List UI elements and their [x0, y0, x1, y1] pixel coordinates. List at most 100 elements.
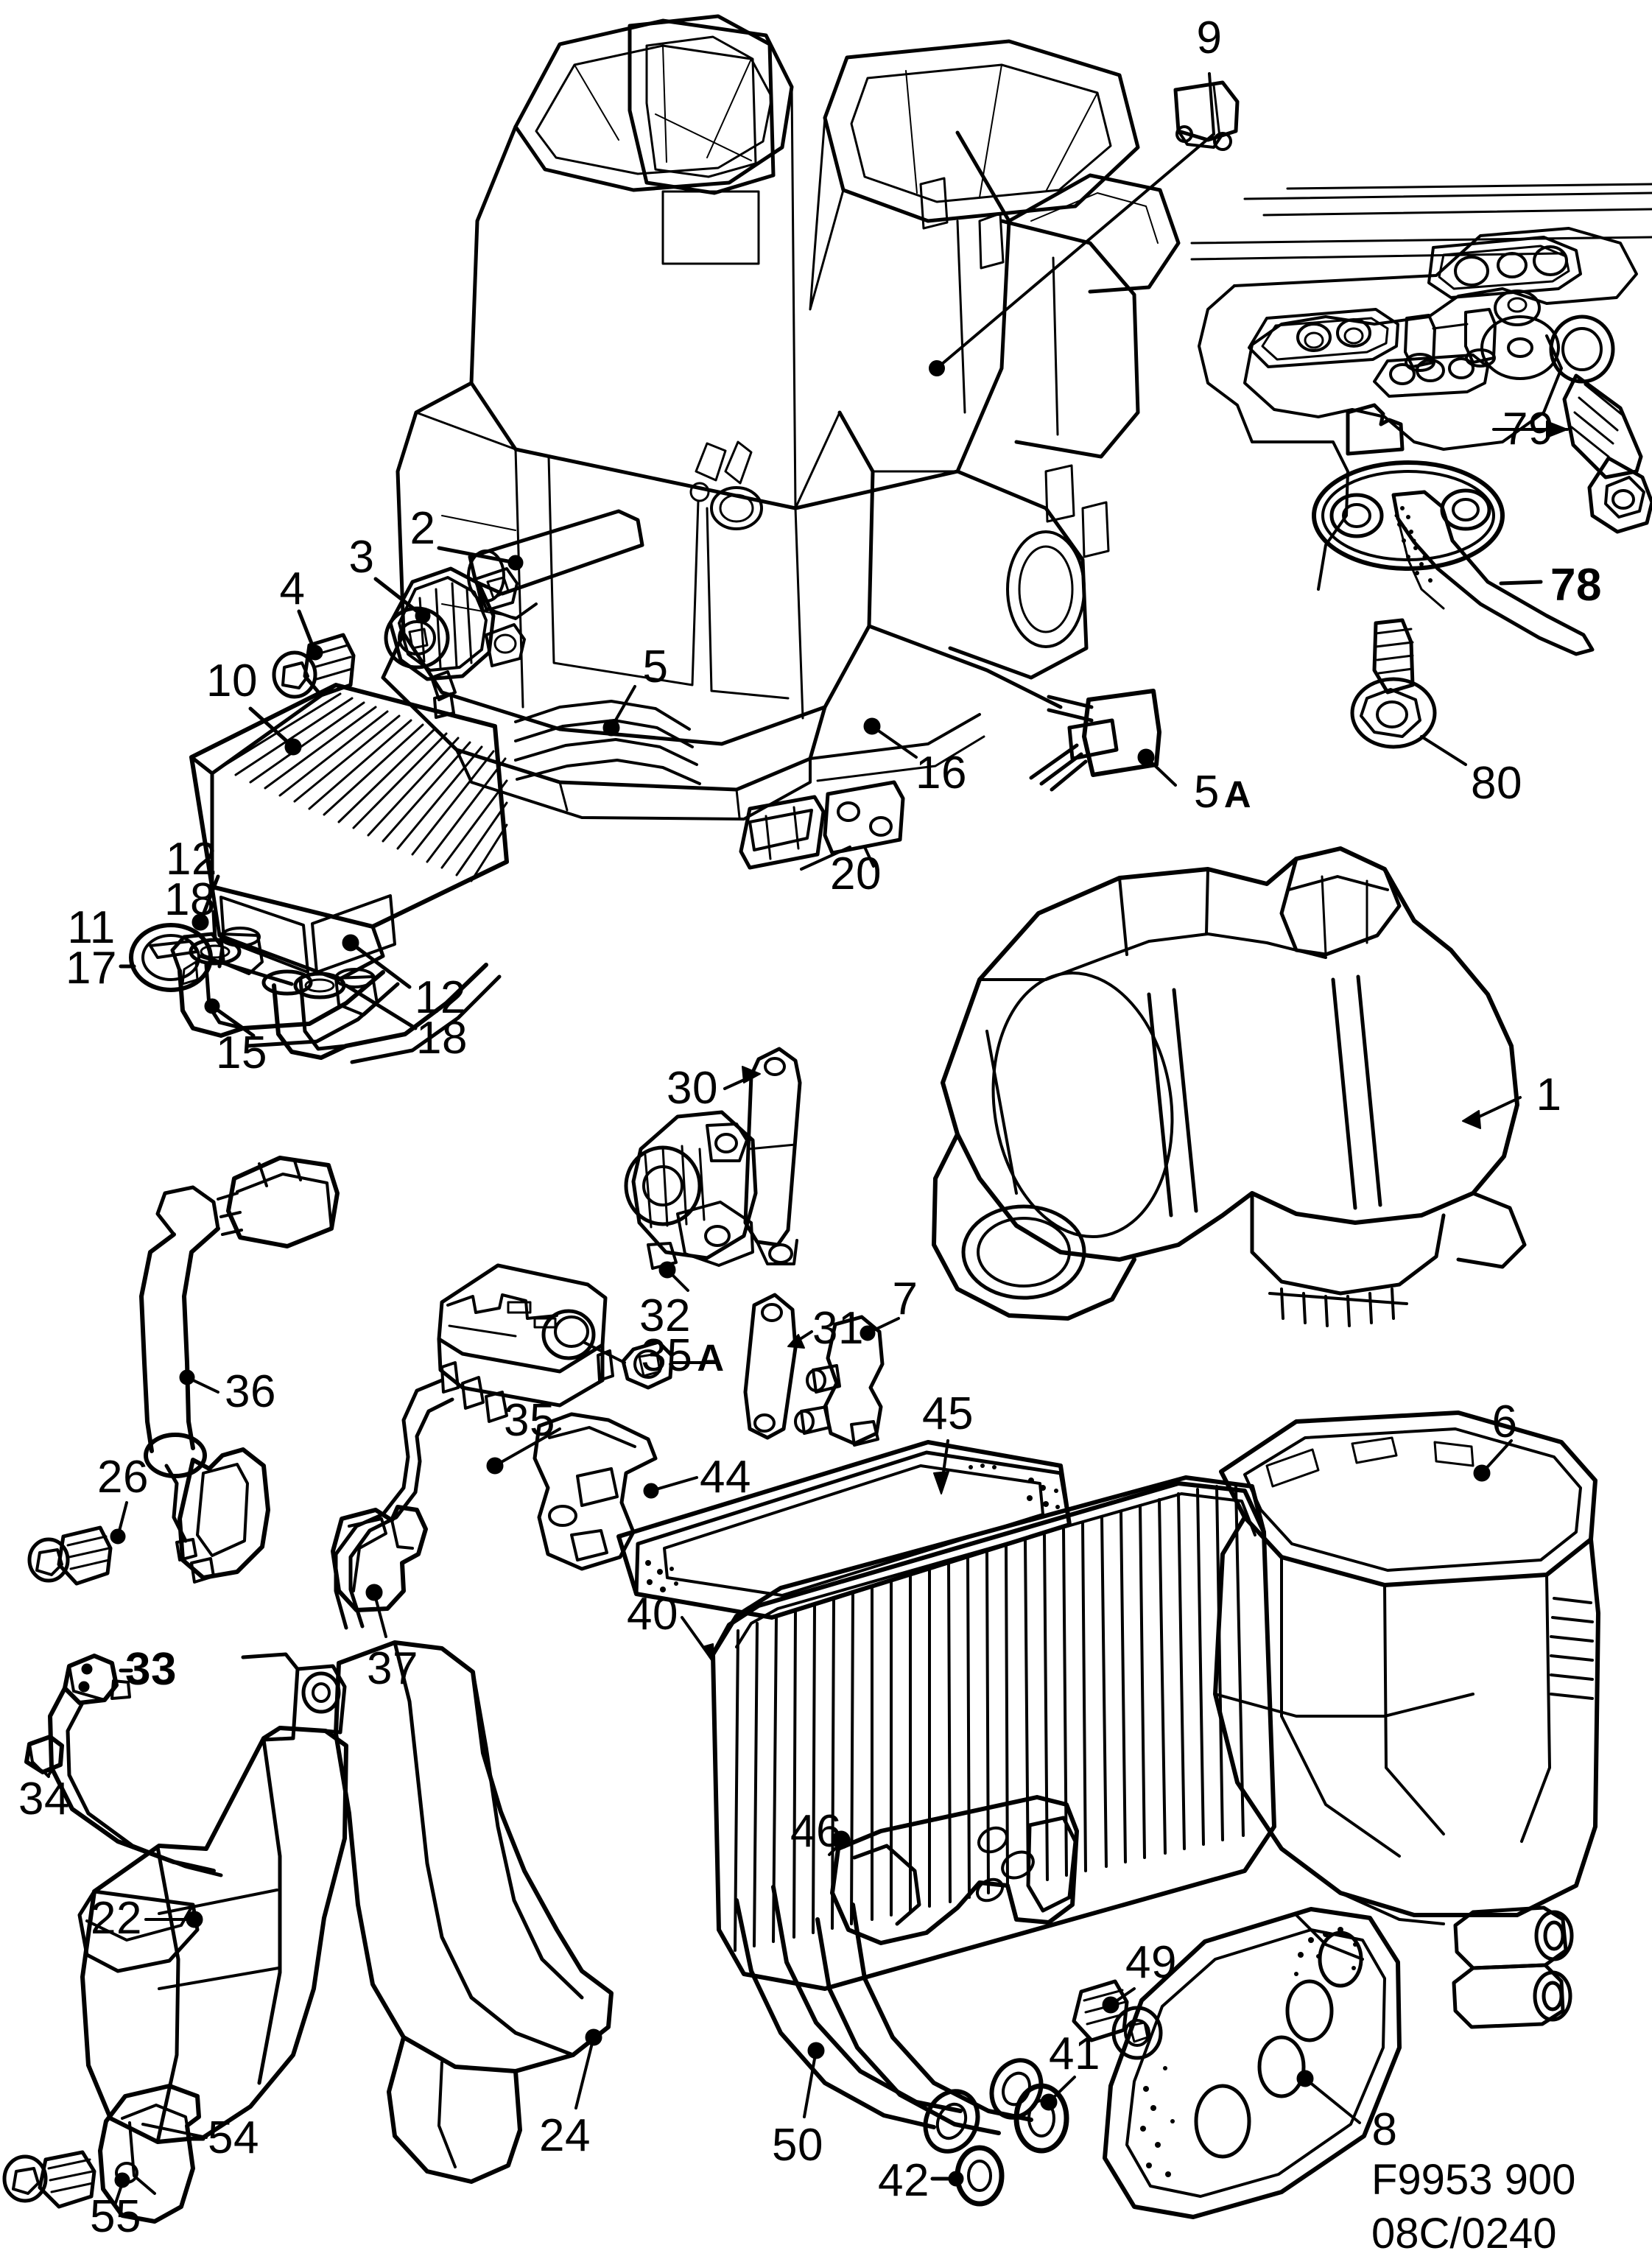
callout-number: 54 [208, 2112, 259, 2163]
callout-number: 46 [790, 1806, 842, 1857]
callout-number: 2 [410, 503, 436, 554]
callout-number: 55 [90, 2191, 141, 2242]
callout-17: 17 [66, 946, 117, 991]
callout-number: 24 [539, 2110, 591, 2161]
callout-2: 2 [410, 506, 436, 552]
callout-number: 1 [1536, 1069, 1562, 1120]
callout-number: 80 [1471, 758, 1522, 809]
callout-number: 34 [18, 1774, 70, 1824]
callout-number: 79 [1502, 404, 1554, 454]
blower-housing-1 [932, 846, 1527, 1327]
heater-housing-upper [381, 14, 1181, 821]
callout-number: 78 [1550, 560, 1602, 611]
callout-number: 4 [279, 563, 306, 614]
drawing-number-block: F9953 900 08C/0240 [1371, 2154, 1575, 2259]
ducting-casings [2, 1640, 1044, 2224]
callout-number: 7 [892, 1273, 918, 1324]
callout-34: 34 [18, 1777, 70, 1822]
callout-50: 50 [772, 2123, 823, 2168]
callout-number: 18 [164, 874, 216, 925]
callout-number: 36 [225, 1366, 276, 1417]
callout-number: 17 [66, 943, 117, 994]
wiring-and-clips [514, 685, 1177, 871]
callout-8: 8 [1372, 2107, 1398, 2153]
callout-26: 26 [97, 1455, 149, 1500]
callout-22: 22 [91, 1896, 142, 1942]
callout-31: 31 [812, 1306, 864, 1352]
callout-number: 18 [416, 1013, 468, 1064]
callout-18: 18 [164, 877, 216, 923]
callout-36: 36 [225, 1369, 276, 1415]
callout-10: 10 [206, 658, 258, 704]
callout-30: 30 [667, 1066, 718, 1111]
callout-number: 49 [1125, 1937, 1177, 1988]
callout-16: 16 [915, 751, 967, 796]
callout-12: 12 [415, 975, 466, 1021]
callout-78: 78 [1550, 563, 1602, 608]
callout-79: 79 [1502, 407, 1554, 452]
callout-number: 41 [1049, 2028, 1100, 2079]
callout-number: 11 [67, 902, 116, 953]
callout-9: 9 [1197, 15, 1223, 61]
callout-number: 32 [639, 1290, 691, 1341]
callout-number: 22 [91, 1893, 142, 1944]
callout-number: 5 [642, 642, 669, 692]
callout-number: 9 [1196, 13, 1223, 63]
callout-number: 15 [216, 1027, 267, 1078]
callout-suffix: A [1223, 773, 1252, 815]
callout-number: 31 [812, 1303, 864, 1354]
callout-5: 5 [643, 644, 669, 690]
callout-35: 35 [504, 1398, 555, 1444]
callout-11: 11 [67, 905, 115, 951]
callout-45: 45 [922, 1391, 974, 1437]
callout-number: 10 [206, 656, 258, 706]
callout-number: 8 [1371, 2104, 1398, 2155]
drawing-number-line1: F9953 900 [1371, 2156, 1576, 2204]
callout-number: 42 [878, 2155, 929, 2206]
heater-core-assembly [119, 509, 644, 1064]
callout-15: 15 [216, 1030, 267, 1076]
evaporator-assembly [616, 1410, 1600, 2219]
callout-55: 55 [90, 2194, 141, 2240]
callout-number: 5 [1193, 767, 1220, 818]
callout-number: 30 [667, 1063, 718, 1114]
drawing-number-line2: 08C/0240 [1371, 2209, 1557, 2258]
leader-9 [929, 72, 1215, 376]
callout-3: 3 [349, 535, 375, 580]
part-9-clip [1173, 80, 1240, 151]
callout-18: 18 [416, 1016, 468, 1061]
callout-number: 6 [1491, 1396, 1518, 1447]
callout-1: 1 [1536, 1072, 1562, 1118]
callout-number: 44 [700, 1452, 751, 1503]
callout-6: 6 [1492, 1399, 1518, 1445]
callout-4: 4 [280, 566, 306, 612]
callout-42: 42 [878, 2158, 929, 2204]
callout-number: 40 [627, 1589, 678, 1640]
callout-24: 24 [539, 2113, 591, 2159]
callout-number: 35 [641, 1330, 693, 1381]
callout-number: 12 [166, 834, 217, 885]
callout-number: 50 [772, 2120, 823, 2171]
callout-37: 37 [367, 1646, 418, 1692]
callout-32: 32 [639, 1293, 691, 1339]
callout-number: 35 [504, 1395, 555, 1446]
callout-number: 26 [97, 1452, 149, 1503]
callout-54: 54 [208, 2115, 259, 2161]
callout-number: 20 [830, 849, 882, 899]
callout-33: 33 [125, 1647, 177, 1693]
callout-46: 46 [790, 1809, 842, 1855]
callout-suffix: A [697, 1337, 725, 1379]
callout-number: 16 [915, 748, 967, 798]
callout-7: 7 [893, 1276, 918, 1322]
callout-number: 45 [922, 1388, 974, 1439]
callout-44: 44 [700, 1455, 751, 1500]
harness-assembly [24, 1156, 428, 1877]
callout-40: 40 [627, 1592, 678, 1637]
callout-12: 12 [166, 837, 217, 882]
callout-number: 33 [125, 1644, 177, 1695]
detail-78-79-80 [1190, 183, 1652, 766]
